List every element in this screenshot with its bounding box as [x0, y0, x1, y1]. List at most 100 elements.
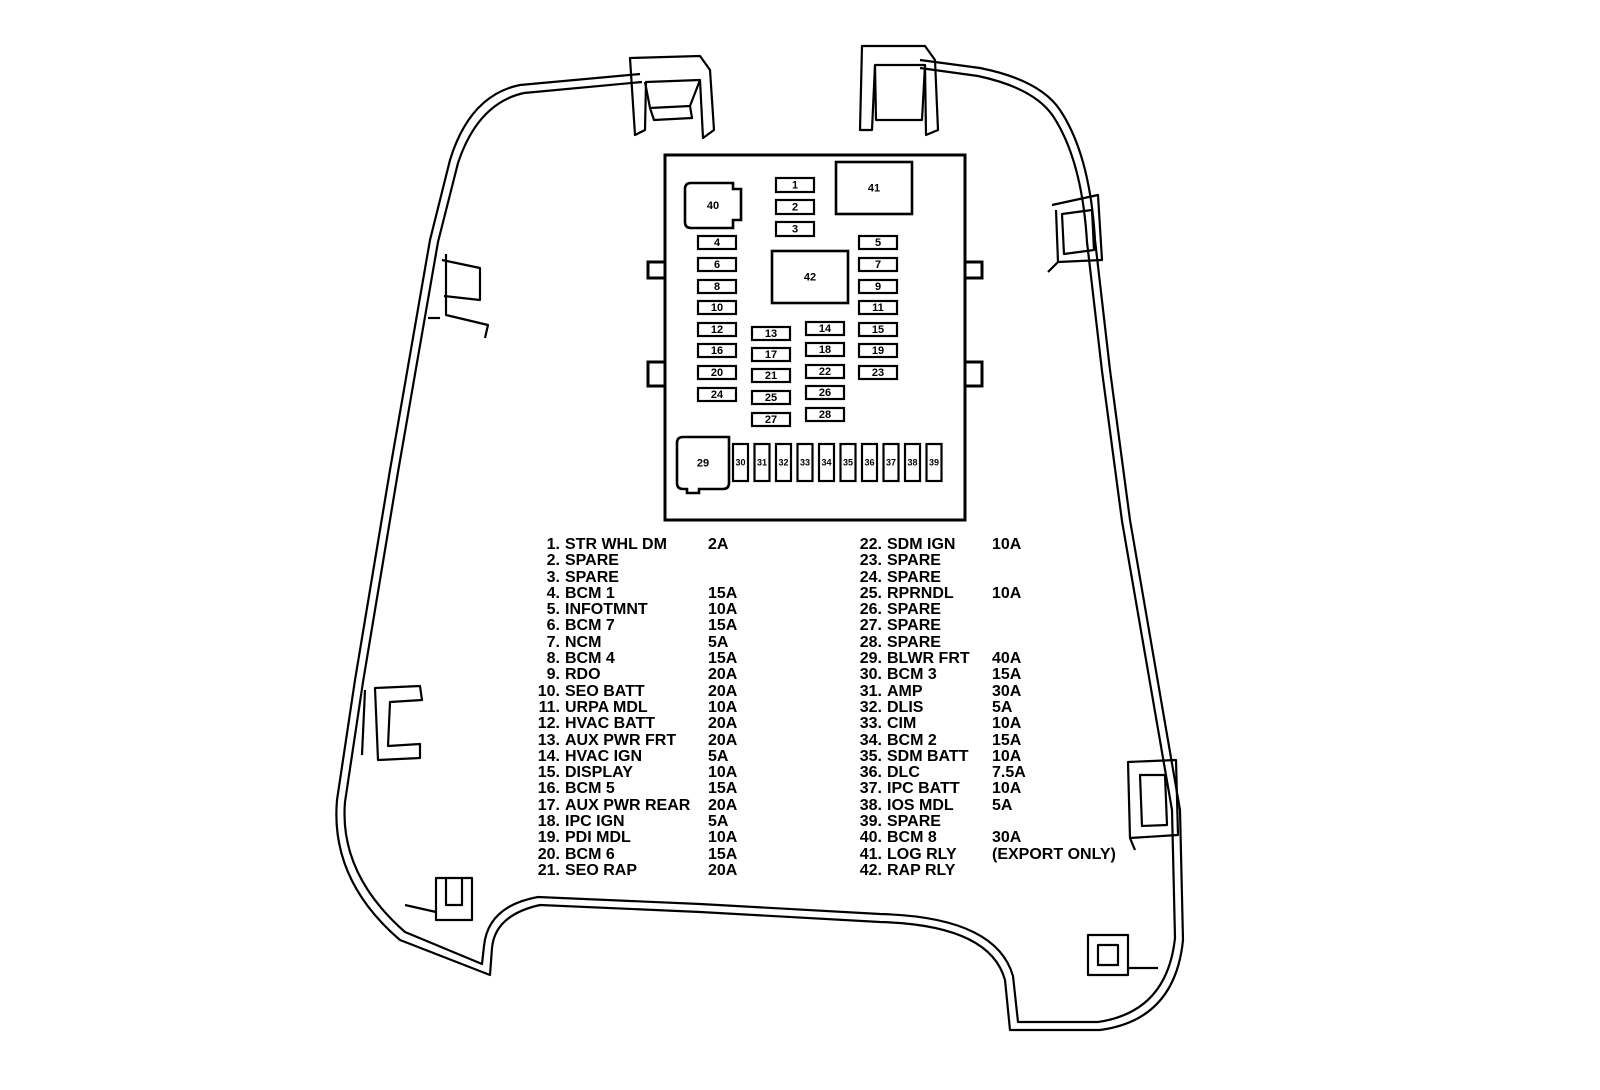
slot-label: 30	[735, 458, 745, 468]
slot-outline	[857, 299, 899, 316]
fuse-legend-num: 22.	[859, 536, 882, 553]
fuse-legend-name: HVAC BATT	[565, 715, 656, 733]
slot-outline	[750, 346, 792, 363]
slot-outline	[696, 278, 738, 295]
fuse-legend-name: DLC	[887, 764, 920, 782]
fuse-legend-num: 39.	[859, 813, 882, 831]
relay-42: 42	[770, 249, 850, 305]
fuse-block-tab-right-lower	[965, 360, 984, 388]
fuse-14: 14	[804, 320, 846, 337]
fuse-legend-name: NCM	[565, 633, 602, 651]
fuse-legend-rating: 10A	[708, 698, 738, 716]
slot-outline	[804, 384, 846, 401]
slot-outline	[774, 220, 816, 238]
slot-label: 14	[819, 323, 832, 335]
fuse-legend-name: DLIS	[887, 698, 924, 716]
slot-outline	[683, 181, 743, 230]
fuse-19: 19	[857, 342, 899, 359]
fuse-block-cover-outline	[335, 58, 1185, 1032]
fuse-legend-rating: 40A	[992, 650, 1022, 668]
fuse-37: 37	[882, 442, 900, 483]
slot-label: 26	[819, 387, 831, 399]
slot-label: 11	[872, 302, 884, 314]
fuse-legend-num: 7.	[546, 633, 560, 651]
slot-label: 8	[714, 281, 720, 293]
fuse-legend-rating: 15A	[992, 666, 1022, 684]
fuse-legend-num: 20.	[537, 845, 560, 863]
slot-label: 22	[819, 366, 831, 378]
fuse-legend-name: HVAC IGN	[565, 747, 643, 765]
slot-outline	[817, 442, 836, 483]
fuse-block-tab-left-lower	[646, 360, 665, 388]
slot-label: 5	[875, 237, 881, 249]
slot-outline	[839, 442, 857, 483]
fuse-legend-rating: 10A	[992, 536, 1022, 553]
fuse-block-tab-right-upper	[965, 260, 984, 280]
slot-label: 27	[765, 414, 777, 426]
slot-outline	[696, 234, 738, 251]
slot-outline	[903, 442, 922, 483]
fuse-34: 34	[817, 442, 836, 483]
fuse-26: 26	[804, 384, 846, 401]
fuse-15: 15	[857, 321, 899, 338]
fuse-legend-num: 40.	[859, 829, 882, 847]
fuse-slots: 1234681012162024579111519231317212527141…	[675, 160, 943, 495]
fuse-7: 7	[857, 256, 899, 273]
fuse-legend-num: 17.	[537, 796, 560, 814]
fuse-35: 35	[839, 442, 857, 483]
fuse-legend-name: IOS MDL	[887, 796, 954, 814]
fuse-legend-name: BCM 3	[887, 666, 937, 684]
fuse-legend-name: AMP	[887, 682, 923, 700]
fuse-27: 27	[750, 411, 792, 428]
fuse-legend-rating: 30A	[992, 682, 1022, 700]
fuse-legend-num: 32.	[859, 698, 882, 716]
fuse-legend-entry: 27.SPARE	[852, 618, 1152, 635]
fuse-4: 4	[696, 234, 738, 251]
fuse-legend-num: 41.	[859, 845, 882, 863]
slot-label: 10	[711, 302, 723, 314]
fuse-legend-name: BLWR FRT	[887, 650, 970, 668]
fuse-legend-entry: 3.SPARE	[530, 569, 790, 586]
fuse-legend-name: SPARE	[565, 552, 619, 570]
slot-outline	[804, 363, 846, 380]
slot-outline	[696, 386, 738, 403]
clip-bottom-right	[1086, 933, 1158, 977]
fuse-legend-rating: (EXPORT ONLY)	[992, 845, 1116, 863]
slot-label: 17	[765, 349, 777, 361]
slot-label: 9	[875, 281, 881, 293]
slot-label: 41	[868, 183, 880, 195]
fuse-legend-entry: 24.SPARE	[852, 569, 1152, 586]
fuse-legend-name: SDM IGN	[887, 536, 956, 553]
slot-label: 36	[864, 458, 874, 468]
fuse-legend-num: 42.	[859, 861, 882, 879]
fuse-36: 36	[860, 442, 879, 483]
fuse-legend-num: 1.	[546, 536, 560, 553]
slot-outline	[753, 442, 771, 483]
fuse-legend-rating: 15A	[708, 584, 738, 602]
fuse-legend-rating: 15A	[708, 650, 738, 668]
clip-left-upper	[428, 254, 490, 339]
fuse-legend-num: 19.	[537, 829, 560, 847]
slot-outline	[774, 442, 793, 483]
slot-outline	[857, 278, 899, 295]
slot-label: 34	[821, 458, 831, 468]
fuse-legend-rating: 15A	[708, 780, 738, 798]
fuse-legend-name: LOG RLY	[887, 845, 957, 863]
fuse-legend-name: SPARE	[887, 813, 941, 831]
fuse-legend-num: 34.	[859, 731, 882, 749]
fuse-legend-num: 5.	[546, 601, 560, 619]
fuse-legend-num: 18.	[537, 813, 560, 831]
fuse-2: 2	[774, 198, 816, 216]
